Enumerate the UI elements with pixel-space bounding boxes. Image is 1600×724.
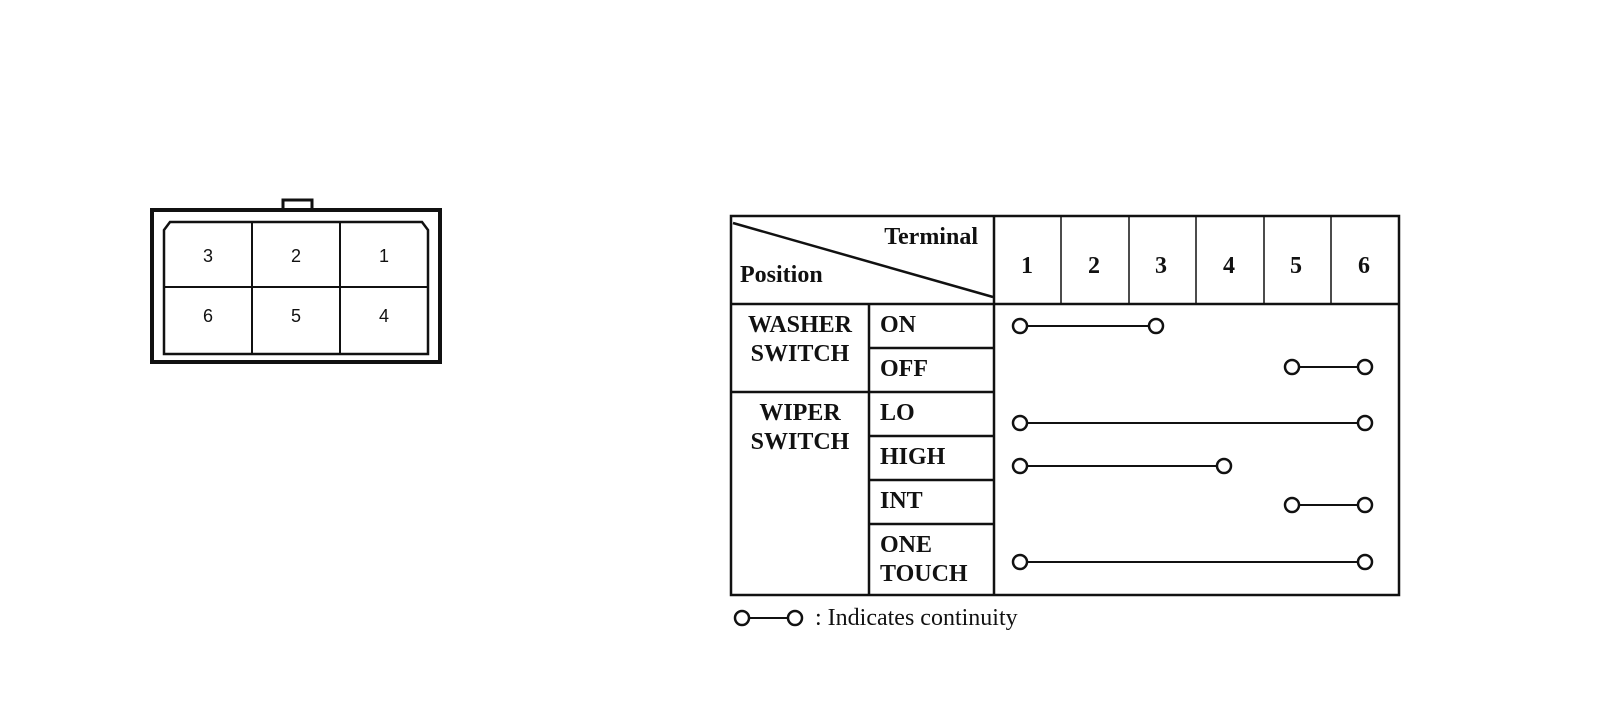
table-text: Terminal Position 1 2 3 4 5 6 WASHER SWI… — [740, 224, 1370, 587]
position-header: Position — [740, 262, 823, 288]
terminal-number: 6 — [1358, 253, 1370, 279]
legend: : Indicates continuity — [733, 605, 1018, 631]
group-label-wiper: SWITCH — [751, 429, 850, 455]
terminal-circle — [1283, 358, 1301, 376]
position-label: TOUCH — [880, 561, 968, 587]
connector-latch — [281, 198, 314, 212]
terminal-circle — [1011, 553, 1029, 571]
group-label-wiper: WIPER — [759, 400, 841, 426]
terminal-number: 2 — [1088, 253, 1100, 279]
terminal-header: Terminal — [884, 224, 978, 250]
connector-pin-label: 1 — [379, 246, 389, 266]
terminal-number: 3 — [1155, 253, 1167, 279]
connector-pin-label: 6 — [203, 306, 213, 326]
terminal-circle — [1011, 414, 1029, 432]
position-label: INT — [880, 488, 923, 514]
terminal-number: 4 — [1223, 253, 1235, 279]
terminal-circle — [1356, 496, 1374, 514]
position-label: LO — [880, 400, 915, 426]
header-diagonal — [732, 221, 994, 299]
group-label-washer: WASHER — [748, 312, 853, 338]
connector-pin-label: 2 — [291, 246, 301, 266]
connector-pin-label: 3 — [203, 246, 213, 266]
connector-pin-label: 4 — [379, 306, 389, 326]
terminal-circle — [1283, 496, 1301, 514]
connector-pin-label: 5 — [291, 306, 301, 326]
connector-housing — [150, 208, 442, 364]
group-label-washer: SWITCH — [751, 341, 850, 367]
position-label: OFF — [880, 356, 928, 382]
terminal-circle — [1011, 317, 1029, 335]
terminal-circle — [1356, 553, 1374, 571]
terminal-circle — [1356, 358, 1374, 376]
continuity-marks — [1011, 317, 1374, 571]
terminal-number: 1 — [1021, 253, 1033, 279]
continuity-table — [729, 214, 1401, 597]
terminal-circle — [1215, 457, 1233, 475]
position-label: HIGH — [880, 444, 946, 470]
legend-terminal-circle — [786, 609, 804, 627]
legend-text: : Indicates continuity — [815, 605, 1018, 631]
legend-terminal-circle — [733, 609, 751, 627]
terminal-circle — [1356, 414, 1374, 432]
connector-diagram: 3 2 1 6 5 4 — [150, 198, 442, 364]
terminal-circle — [1011, 457, 1029, 475]
position-label: ON — [880, 312, 917, 338]
connector-inner-outline — [162, 220, 430, 356]
terminal-circle — [1147, 317, 1165, 335]
terminal-number: 5 — [1290, 253, 1302, 279]
position-label: ONE — [880, 532, 932, 558]
table-border — [729, 214, 1401, 597]
